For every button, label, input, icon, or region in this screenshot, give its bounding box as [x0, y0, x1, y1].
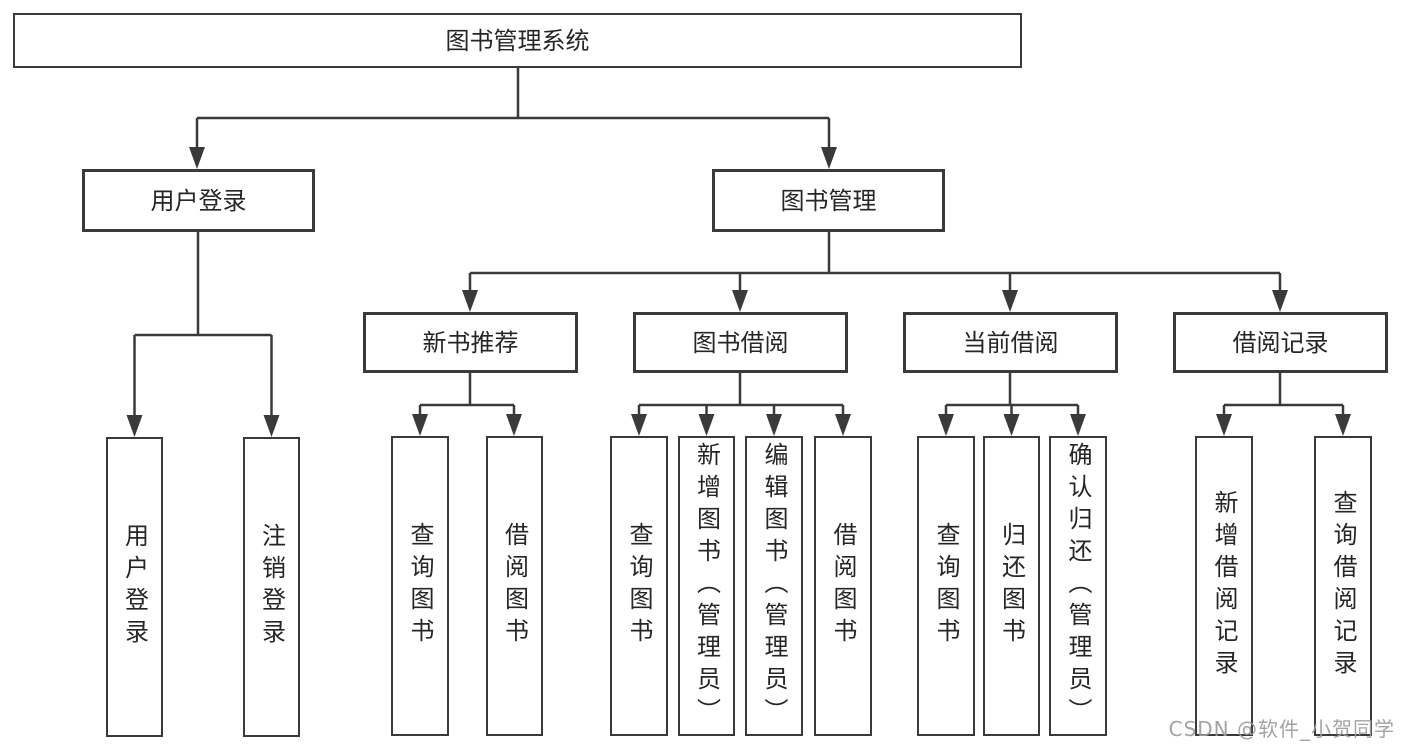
- leaf-confirm-return-admin: 确认归还（管理员）: [1049, 436, 1107, 736]
- leaf-logout: 注销登录: [243, 437, 300, 737]
- leaf-query-books-recommend: 查询图书: [391, 436, 449, 736]
- leaf-borrow-books-borrowing: 借阅图书: [814, 436, 872, 736]
- leaf-query-books-current: 查询图书: [917, 436, 975, 736]
- leaf-add-book-admin-label: 新增图书（管理员）: [692, 442, 721, 730]
- node-current-borrowing-label: 当前借阅: [962, 328, 1059, 357]
- leaf-user-login-label: 用户登录: [120, 523, 149, 651]
- node-book-management-label: 图书管理: [780, 186, 877, 215]
- leaf-add-borrow-record-label: 新增借阅记录: [1210, 490, 1238, 682]
- leaf-query-borrow-record-label: 查询借阅记录: [1329, 490, 1357, 682]
- node-library-system: 图书管理系统: [13, 13, 1022, 68]
- node-library-system-label: 图书管理系统: [445, 26, 590, 55]
- leaf-confirm-return-admin-label: 确认归还（管理员）: [1064, 442, 1092, 730]
- node-new-book-recommendation-label: 新书推荐: [422, 328, 519, 357]
- leaf-logout-label: 注销登录: [257, 523, 286, 651]
- node-book-borrowing: 图书借阅: [633, 312, 848, 373]
- leaf-borrow-books-recommend-label: 借阅图书: [500, 522, 529, 650]
- node-book-borrowing-label: 图书借阅: [692, 328, 789, 357]
- leaf-return-books: 归还图书: [983, 436, 1040, 736]
- leaf-borrow-books-recommend: 借阅图书: [486, 436, 543, 736]
- leaf-query-borrow-record: 查询借阅记录: [1314, 436, 1372, 736]
- leaf-borrow-books-borrowing-label: 借阅图书: [829, 522, 857, 650]
- leaf-add-borrow-record: 新增借阅记录: [1195, 436, 1253, 736]
- node-borrowing-records-label: 借阅记录: [1232, 328, 1329, 357]
- leaf-query-books-borrowing: 查询图书: [610, 436, 668, 736]
- node-new-book-recommendation: 新书推荐: [363, 312, 578, 373]
- node-book-management: 图书管理: [712, 169, 945, 232]
- leaf-query-books-current-label: 查询图书: [932, 522, 960, 650]
- leaf-query-books-recommend-label: 查询图书: [406, 522, 434, 650]
- arrowheads: [126, 147, 1351, 437]
- node-user-login: 用户登录: [82, 169, 315, 232]
- leaf-edit-book-admin: 编辑图书（管理员）: [745, 436, 803, 736]
- connector-edges: [133, 68, 1345, 427]
- leaf-edit-book-admin-label: 编辑图书（管理员）: [760, 442, 788, 730]
- leaf-add-book-admin: 新增图书（管理员）: [678, 436, 735, 736]
- node-user-login-label: 用户登录: [150, 186, 247, 215]
- leaf-return-books-label: 归还图书: [997, 522, 1026, 650]
- leaf-user-login: 用户登录: [106, 437, 163, 737]
- leaf-query-books-borrowing-label: 查询图书: [625, 522, 653, 650]
- watermark-text: CSDN @软件_小贺同学: [1168, 717, 1395, 741]
- node-borrowing-records: 借阅记录: [1173, 312, 1388, 373]
- node-current-borrowing: 当前借阅: [903, 312, 1118, 373]
